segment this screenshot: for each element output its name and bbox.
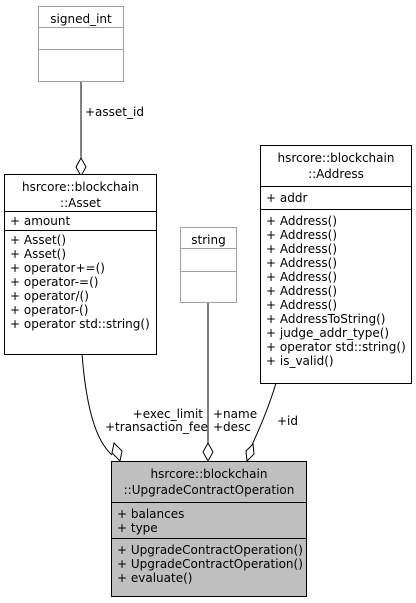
operation: + operator std::string() bbox=[266, 340, 406, 354]
operation: + Address() bbox=[266, 242, 338, 256]
operations-section bbox=[181, 271, 236, 295]
operations-section: + UpgradeContractOperation() + UpgradeCo… bbox=[112, 538, 306, 587]
operation: + Address() bbox=[266, 214, 338, 228]
edge-label-exec-limit: +exec_limit +transaction_fee bbox=[105, 407, 208, 434]
operation: + UpgradeContractOperation() bbox=[117, 557, 303, 571]
operation: + judge_addr_type() bbox=[266, 326, 390, 340]
edge-label-asset-id: +asset_id bbox=[85, 105, 144, 119]
operation: + evaluate() bbox=[117, 571, 193, 585]
operation: + Address() bbox=[266, 284, 338, 298]
operation: + Address() bbox=[266, 228, 338, 242]
class-title: hsrcore::blockchain ::Address bbox=[277, 151, 395, 181]
attributes-section: + balances + type bbox=[112, 502, 306, 538]
class-string[interactable]: string bbox=[180, 227, 237, 303]
class-address[interactable]: hsrcore::blockchain ::Address + addr + A… bbox=[260, 145, 412, 384]
attribute: + balances bbox=[117, 507, 185, 521]
class-title: signed_int bbox=[50, 12, 112, 26]
edge-label-id: +id bbox=[277, 414, 299, 428]
operation: + Address() bbox=[266, 270, 338, 284]
operation: + AddressToString() bbox=[266, 312, 386, 326]
edge-address-to-upgrade bbox=[250, 382, 277, 448]
class-title: hsrcore::blockchain ::Asset bbox=[22, 180, 139, 210]
operation: + Asset() bbox=[10, 233, 67, 247]
class-title: hsrcore::blockchain ::UpgradeContractOpe… bbox=[123, 467, 295, 497]
operations-section bbox=[39, 49, 123, 73]
attributes-section: + amount bbox=[5, 211, 156, 230]
class-upgrade-contract-operation[interactable]: hsrcore::blockchain ::UpgradeContractOpe… bbox=[111, 461, 307, 597]
operation: + operator+=() bbox=[10, 261, 105, 275]
operation: + operator/() bbox=[10, 289, 89, 303]
attribute: + addr bbox=[266, 191, 308, 205]
operation: + Address() bbox=[266, 256, 338, 270]
attributes-section: + addr bbox=[261, 186, 411, 209]
edge-asset-to-upgrade bbox=[81, 353, 113, 456]
operation: + Asset() bbox=[10, 247, 67, 261]
attribute: + type bbox=[117, 521, 158, 535]
class-title: string bbox=[191, 233, 226, 247]
aggregation-diamond-exec-limit bbox=[111, 441, 123, 463]
attribute: + amount bbox=[10, 214, 71, 228]
operations-section: + Address() + Address() + Address() + Ad… bbox=[261, 209, 411, 370]
attributes-section bbox=[39, 27, 123, 49]
edge-label-name-desc: +name +desc bbox=[213, 407, 258, 434]
aggregation-diamond-name bbox=[202, 441, 214, 463]
operation: + is_valid() bbox=[266, 354, 334, 368]
class-signed-int[interactable]: signed_int bbox=[38, 6, 124, 82]
attributes-section bbox=[181, 248, 236, 271]
operation: + operator-() bbox=[10, 303, 89, 317]
class-asset[interactable]: hsrcore::blockchain ::Asset + amount + A… bbox=[4, 174, 157, 355]
operations-section: + Asset() + Asset() + operator+=() + ope… bbox=[5, 230, 156, 333]
operation: + Address() bbox=[266, 298, 338, 312]
aggregation-diamond-id bbox=[245, 442, 255, 463]
operation: + operator-=() bbox=[10, 275, 99, 289]
operation: + UpgradeContractOperation() bbox=[117, 543, 303, 557]
operation: + operator std::string() bbox=[10, 317, 150, 331]
